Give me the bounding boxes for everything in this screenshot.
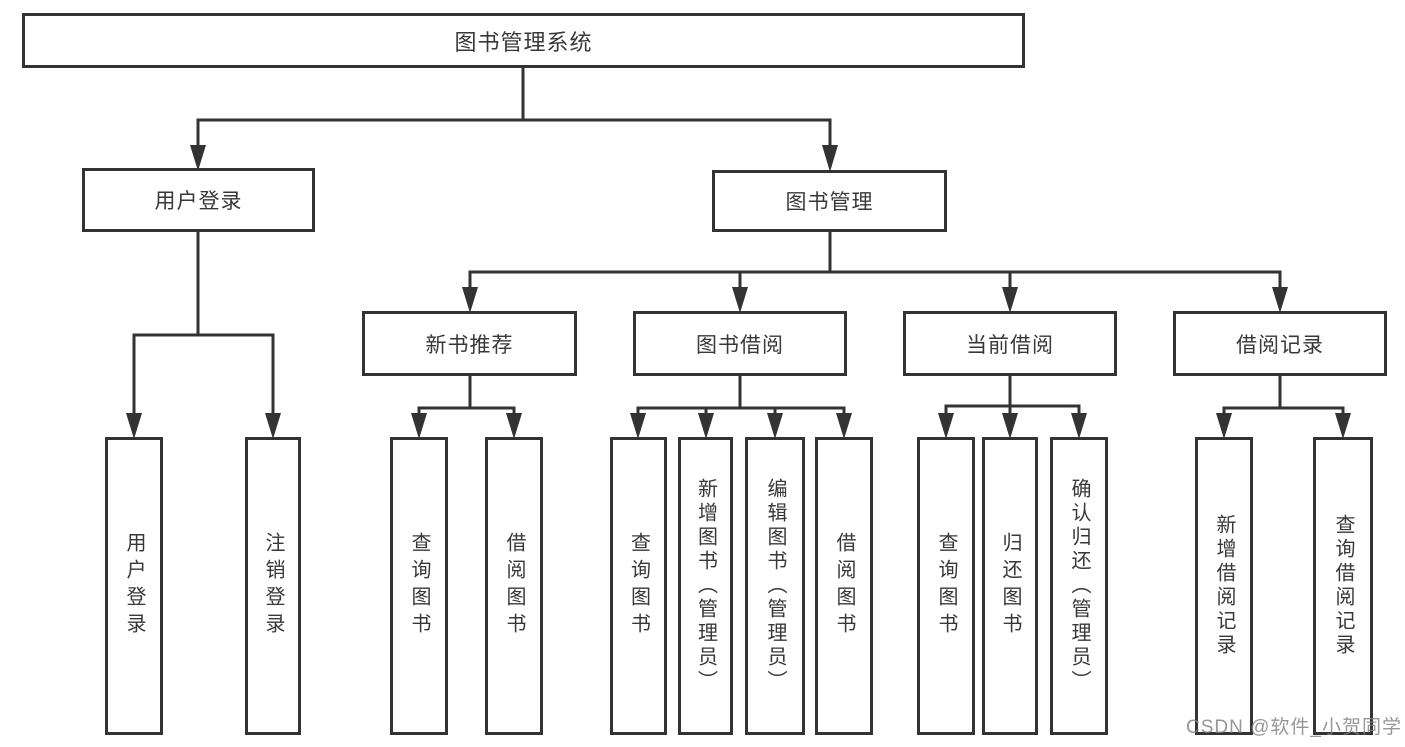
arrow-user-login (190, 145, 206, 171)
arrow-leaf-2 (265, 413, 281, 439)
leaf-edit-books-admin: 编辑图书（管理员） (745, 437, 805, 735)
connector-level3-bus (468, 270, 1282, 292)
leaf-logout: 注销登录 (245, 437, 301, 735)
leaf-logout-label: 注销登录 (262, 532, 284, 640)
node-current-borrow: 当前借阅 (903, 311, 1117, 376)
arrow-leaf-13 (1335, 413, 1351, 439)
connector-book-borrow-bus (636, 406, 846, 418)
arrow-leaf-12 (1216, 413, 1232, 439)
leaf-query-borrow-record: 查询借阅记录 (1313, 437, 1373, 735)
watermark-text: CSDN @软件_小贺同学 (1186, 717, 1402, 738)
leaf-add-borrow-record-label: 新增借阅记录 (1213, 514, 1235, 658)
node-new-book-recommend: 新书推荐 (362, 311, 577, 376)
node-root: 图书管理系统 (22, 13, 1025, 68)
leaf-user-login: 用户登录 (105, 437, 163, 735)
arrow-leaf-9 (938, 413, 954, 439)
node-borrow-records-label: 借阅记录 (1236, 333, 1324, 357)
arrowheads (126, 145, 1351, 439)
leaf-add-books-admin-label: 新增图书（管理员） (694, 478, 717, 694)
node-borrow-records: 借阅记录 (1173, 311, 1387, 376)
arrow-leaf-3 (411, 413, 427, 439)
connector-level2-bus (196, 118, 832, 150)
arrow-book-borrow (732, 287, 748, 313)
arrow-new-book-recommend (462, 287, 478, 313)
arrow-leaf-10 (1002, 413, 1018, 439)
arrow-leaf-5 (630, 413, 646, 439)
node-book-management-label: 图书管理 (785, 191, 874, 214)
arrow-borrow-records (1272, 287, 1288, 313)
leaf-return-books-label: 归还图书 (999, 532, 1021, 640)
leaf-add-borrow-record: 新增借阅记录 (1195, 437, 1253, 735)
leaf-confirm-return-admin: 确认归还（管理员） (1050, 437, 1108, 735)
leaf-edit-books-admin-label: 编辑图书（管理员） (764, 478, 786, 694)
leaf-return-books: 归还图书 (982, 437, 1038, 735)
arrow-current-borrow (1002, 287, 1018, 313)
leaf-query-books-recommend-label: 查询图书 (408, 532, 430, 640)
node-root-label: 图书管理系统 (454, 29, 593, 55)
arrow-leaf-4 (506, 413, 522, 439)
connector-new-book-bus (417, 406, 516, 418)
node-book-borrow-label: 图书借阅 (696, 333, 784, 357)
arrow-leaf-8 (836, 413, 852, 439)
node-user-login-label: 用户登录 (154, 190, 243, 213)
leaf-user-login-label: 用户登录 (123, 532, 145, 640)
connector-user-login-bus (132, 333, 275, 418)
arrow-leaf-6 (698, 413, 714, 439)
node-current-borrow-label: 当前借阅 (966, 333, 1054, 357)
leaf-query-books-borrow-label: 查询图书 (627, 532, 650, 640)
node-user-login: 用户登录 (82, 168, 315, 232)
connector-borrow-records-bus (1222, 406, 1345, 418)
leaf-borrow-books-label: 借阅图书 (833, 532, 855, 640)
arrow-leaf-1 (126, 413, 142, 439)
leaf-confirm-return-admin-label: 确认归还（管理员） (1068, 478, 1090, 694)
node-book-management: 图书管理 (712, 170, 947, 232)
leaf-borrow-books: 借阅图书 (815, 437, 873, 735)
leaf-borrow-books-recommend-label: 借阅图书 (503, 532, 525, 640)
arrow-leaf-7 (767, 413, 783, 439)
leaf-borrow-books-recommend: 借阅图书 (485, 437, 543, 735)
node-new-book-recommend-label: 新书推荐 (425, 333, 514, 357)
leaf-query-books-current: 查询图书 (917, 437, 975, 735)
leaf-query-books-current-label: 查询图书 (935, 532, 957, 640)
leaf-query-borrow-record-label: 查询借阅记录 (1332, 514, 1354, 658)
arrow-leaf-11 (1071, 413, 1087, 439)
node-book-borrow: 图书借阅 (633, 311, 847, 376)
leaf-query-books-recommend: 查询图书 (390, 437, 448, 735)
leaf-add-books-admin: 新增图书（管理员） (678, 437, 733, 735)
connector-current-borrow-bus (944, 404, 1081, 418)
leaf-query-books-borrow: 查询图书 (610, 437, 667, 735)
arrow-book-management (822, 145, 838, 172)
